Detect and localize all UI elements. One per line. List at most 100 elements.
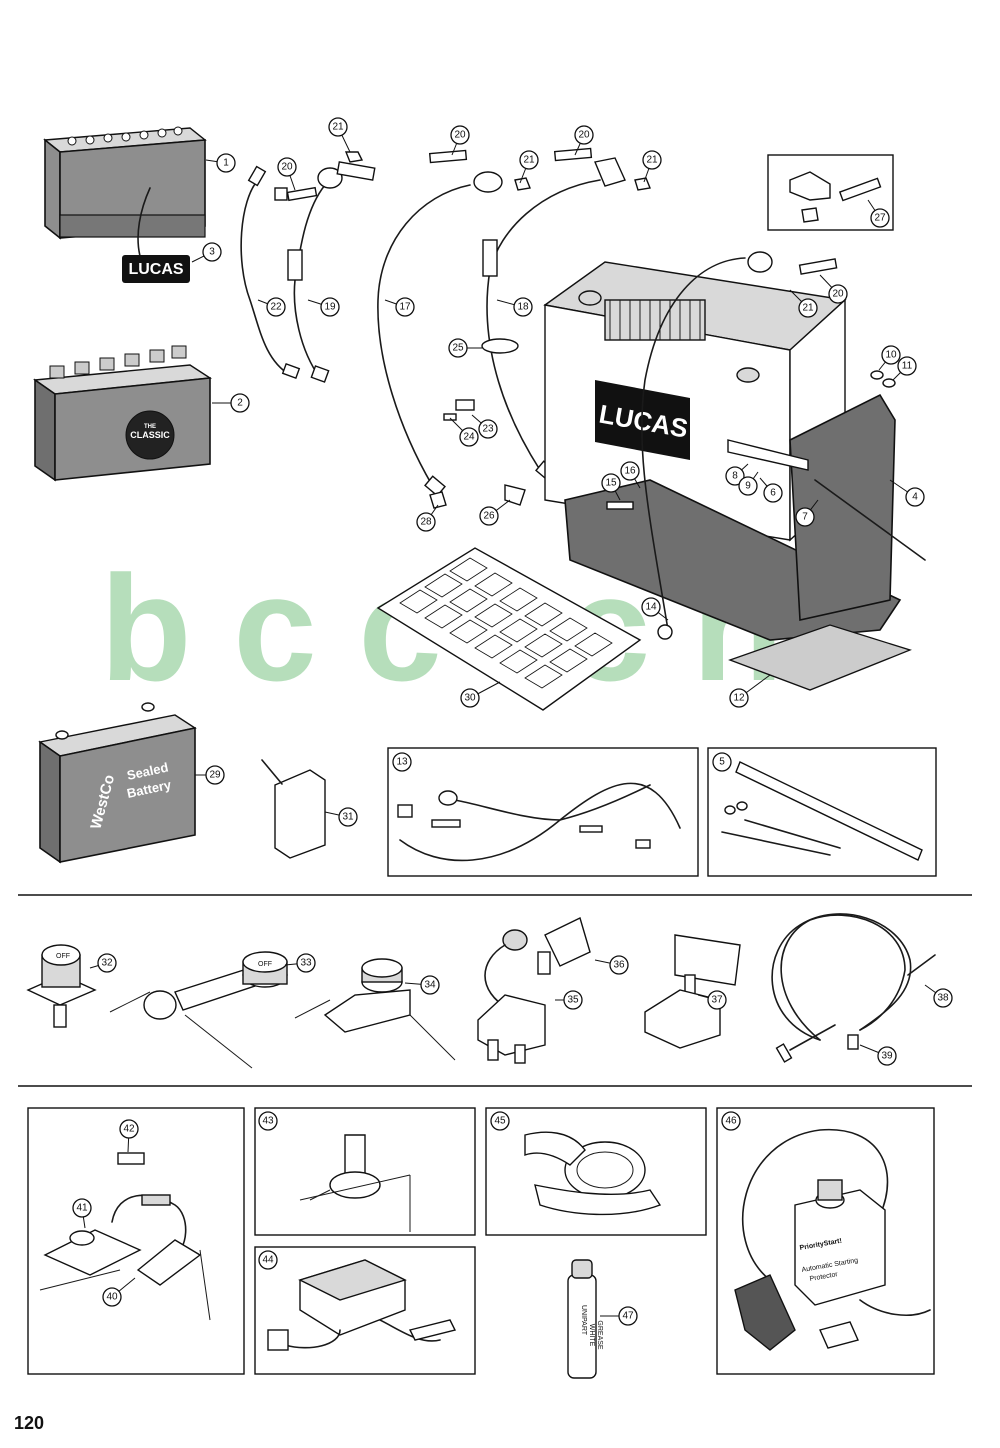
callout-1: 1 xyxy=(205,153,236,173)
fuse-kit-box xyxy=(27,1107,245,1375)
callout-39: 39 xyxy=(859,1044,897,1066)
callout-circle xyxy=(877,1046,897,1066)
callout-circle xyxy=(230,393,250,413)
clamp-rods-box xyxy=(707,747,937,877)
priority-start-device: PriorityStart! Automatic Starting Protec… xyxy=(734,1128,931,1351)
callout-circle xyxy=(479,506,499,526)
battery-westco-sealed: WestCo Sealed Battery xyxy=(38,702,197,864)
callout-number: 12 xyxy=(733,693,745,704)
callout-number: 21 xyxy=(523,155,535,166)
callout-number: 20 xyxy=(281,162,293,173)
callout-circle xyxy=(97,953,117,973)
callout-35: 35 xyxy=(555,990,583,1010)
callout-circle xyxy=(216,153,236,173)
callout-circle xyxy=(328,117,348,137)
callout-circle xyxy=(729,688,749,708)
grease-label-1: UNIPART xyxy=(580,1305,587,1336)
callout-circle xyxy=(277,157,297,177)
callout-34: 34 xyxy=(404,975,440,995)
terminal-switch-33: OFF xyxy=(109,951,288,1069)
callout-18: 18 xyxy=(496,297,533,317)
white-grease-tube: UNIPART WHITE GREASE xyxy=(567,1259,603,1379)
callout-number: 18 xyxy=(517,302,529,313)
callout-circle xyxy=(712,752,732,772)
callout-number: 3 xyxy=(209,247,215,258)
off-label-33: OFF xyxy=(258,961,272,968)
callout-number: 31 xyxy=(342,812,354,823)
callout-31: 31 xyxy=(324,807,358,827)
callout-circle xyxy=(392,752,412,772)
callout-number: 15 xyxy=(605,478,617,489)
callout-circle xyxy=(258,1111,278,1131)
callout-number: 22 xyxy=(270,302,282,313)
callout-21: 21 xyxy=(789,289,818,318)
terminal-switch-34 xyxy=(294,958,456,1061)
callout-circle xyxy=(642,150,662,170)
callout-circle xyxy=(798,298,818,318)
callout-number: 34 xyxy=(424,980,436,991)
battery-leads-22-19 xyxy=(240,151,376,383)
callout-circle xyxy=(102,1287,122,1307)
callout-45: 45 xyxy=(490,1111,510,1131)
callout-9: 9 xyxy=(738,471,759,496)
battery-charger-box xyxy=(254,1246,476,1375)
callout-20: 20 xyxy=(574,125,594,156)
callout-number: 19 xyxy=(324,302,336,313)
battery-charger xyxy=(267,1259,457,1351)
callout-14: 14 xyxy=(641,597,669,621)
callout-circle xyxy=(460,688,480,708)
callout-42: 42 xyxy=(119,1119,139,1153)
callout-circle xyxy=(795,507,815,527)
callout-number: 47 xyxy=(622,1311,634,1322)
callout-circle xyxy=(448,338,468,358)
callout-circle xyxy=(320,297,340,317)
callout-17: 17 xyxy=(384,297,415,317)
callout-number: 39 xyxy=(881,1051,893,1062)
battery-classic: THE CLASSIC xyxy=(33,345,213,482)
callout-circle xyxy=(620,461,640,481)
callout-number: 40 xyxy=(106,1292,118,1303)
callout-number: 7 xyxy=(802,512,808,523)
callout-4: 4 xyxy=(889,479,925,507)
callout-circle xyxy=(205,765,225,785)
lead-kit-box xyxy=(387,747,699,877)
callout-number: 20 xyxy=(832,289,844,300)
callout-6: 6 xyxy=(759,477,783,503)
callout-number: 17 xyxy=(399,302,411,313)
callout-36: 36 xyxy=(594,955,629,975)
classic-logo-line1: THE xyxy=(144,424,156,430)
callout-number: 20 xyxy=(578,130,590,141)
callout-circle xyxy=(721,1111,741,1131)
callout-circle xyxy=(738,476,758,496)
grease-label-3: GREASE xyxy=(596,1320,603,1350)
callout-number: 30 xyxy=(464,693,476,704)
callout-47: 47 xyxy=(600,1306,638,1326)
battery-switch-32: OFF xyxy=(26,944,97,1028)
callout-30: 30 xyxy=(460,681,501,708)
lead-kit xyxy=(397,782,681,862)
callout-20: 20 xyxy=(450,125,470,156)
callout-number: 46 xyxy=(725,1116,737,1127)
callout-circle xyxy=(450,125,470,145)
callout-circle xyxy=(296,953,316,973)
clamp-rods xyxy=(721,761,923,861)
isolator-switch-37 xyxy=(644,934,741,1049)
callout-24: 24 xyxy=(449,417,479,447)
terminal-cover xyxy=(299,1134,411,1232)
distilled-water-bottle xyxy=(261,759,326,859)
callout-circle xyxy=(563,990,583,1010)
callout-circle xyxy=(933,988,953,1008)
callout-5: 5 xyxy=(712,752,732,772)
off-label-32: OFF xyxy=(56,953,70,960)
callout-circle xyxy=(490,1111,510,1131)
page-number: 120 xyxy=(14,1413,45,1433)
callout-20: 20 xyxy=(819,274,848,304)
callout-number: 27 xyxy=(874,213,886,224)
battery-lucas-small: LUCAS xyxy=(43,126,207,283)
callout-number: 28 xyxy=(420,517,432,528)
callout-38: 38 xyxy=(924,984,953,1008)
callout-number: 33 xyxy=(300,958,312,969)
callout-circle xyxy=(420,975,440,995)
callout-circle xyxy=(119,1119,139,1139)
